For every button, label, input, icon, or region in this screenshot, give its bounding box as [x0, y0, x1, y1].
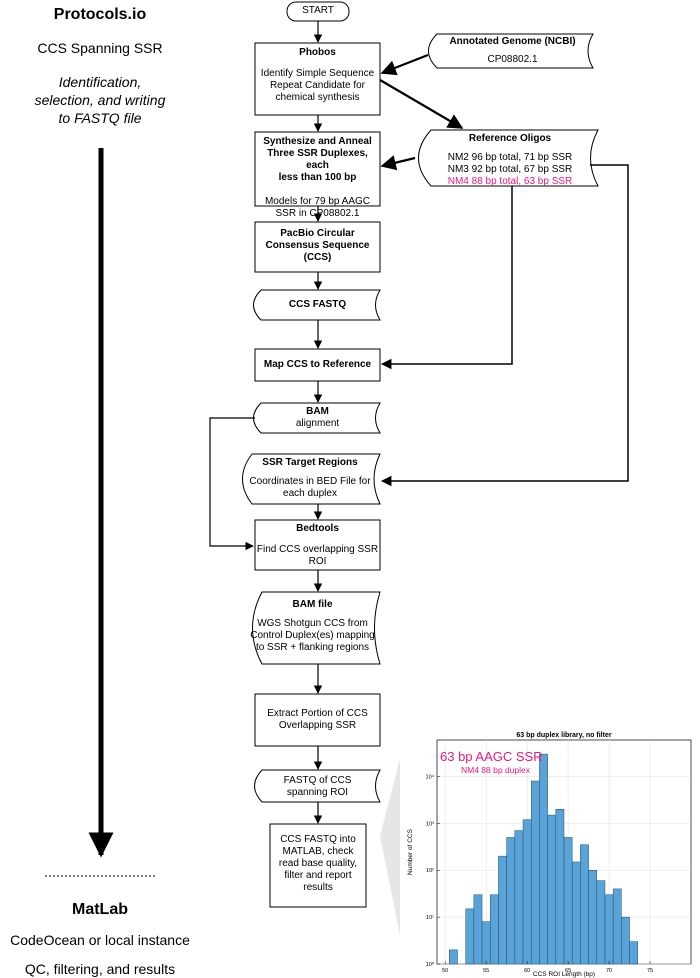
histogram-bar [604, 894, 614, 965]
bam-file-text: BAM file WGS Shotgun CCS from Control Du… [250, 599, 375, 653]
matlab-subtitle: CodeOcean or local instance [10, 932, 190, 948]
histogram-bar [506, 837, 516, 965]
x-tick-label: 65 [565, 968, 571, 974]
ccs-fastq-text: CCS FASTQ [288, 299, 347, 310]
chart-annotation: 63 bp AAGC SSR [440, 749, 543, 764]
map-ccs-box [254, 348, 381, 382]
callout-wedge [380, 736, 406, 965]
matlab-description: QC, filtering, and results [24, 961, 176, 977]
y-tick-label: 10² [426, 868, 434, 874]
bam-alignment-shape [253, 402, 381, 434]
matlab-step-box [269, 823, 367, 908]
histogram-bar [522, 819, 532, 965]
histogram-bar [596, 880, 606, 965]
reference-oligos-text: Reference Oligos NM2 96 bp total, 71 bp … [447, 133, 573, 187]
x-tick-label: 70 [606, 968, 612, 974]
genome-text: Annotated Genome (NCBI) CP08802.1 [449, 36, 576, 65]
pacbio-text: PacBio Circular Consensus Sequence (CCS) [265, 228, 370, 263]
histogram-bar [555, 808, 565, 965]
x-axis-ticks: 50 55 60 65 70 75 [442, 961, 653, 974]
protocols-title: Protocols.io [53, 6, 147, 23]
chart-title: 63 bp duplex library, no filter [516, 732, 611, 739]
y-axis-label: Number of CCS [407, 828, 414, 875]
histogram-bar [465, 908, 475, 965]
y-tick-label: 10³ [426, 821, 434, 827]
y-axis-ticks: 10⁰ 10¹ 10² 10³ 10⁴ [426, 773, 440, 968]
start-label: START [302, 5, 334, 16]
x-tick-label: 50 [442, 968, 448, 974]
histogram-bar [473, 894, 483, 965]
protocols-subtitle: CCS Spanning SSR [37, 40, 163, 56]
histogram-bar [514, 830, 524, 965]
fastq-roi-text: FASTQ of CCS spanning ROI [283, 775, 352, 798]
bedtools-text: Bedtools Find CCS overlapping SSR ROI [256, 523, 379, 567]
histogram-bar [629, 941, 638, 965]
y-tick-label: 10⁰ [426, 961, 435, 968]
ssr-target-shape [242, 453, 381, 505]
x-tick-label: 60 [524, 968, 530, 974]
histogram-chart: 63 bp duplex library, no filter 10⁰10¹10… [400, 724, 700, 978]
reference-oligos-shape [418, 129, 599, 187]
histogram-bar [588, 869, 598, 965]
bam-file-shape [252, 591, 381, 665]
x-axis-label: CCS ROI Length (bp) [533, 971, 595, 978]
histogram-bar [621, 916, 630, 965]
histogram-bar [490, 894, 499, 965]
histogram-bar [530, 780, 540, 965]
histogram-bar [580, 844, 589, 965]
pacbio-box [254, 221, 381, 273]
ssr-target-text: SSR Target Regions Coordinates in BED Fi… [249, 457, 371, 499]
extract-box [254, 693, 381, 747]
extract-text: Extract Portion of CCS Overlapping SSR [267, 708, 368, 731]
matlab-title: MatLab [72, 901, 128, 918]
histogram-bar [571, 861, 581, 965]
matlab-step-text: CCS FASTQ into MATLAB, check read base q… [278, 834, 358, 893]
bedtools-box [254, 519, 381, 571]
map-ccs-text: Map CCS to Reference [263, 359, 372, 370]
synthesize-text: Synthesize and Anneal Three SSR Duplexes… [263, 136, 372, 219]
phobos-text: Phobos Identify Simple Sequence Repeat C… [260, 47, 375, 103]
histogram-bar [612, 888, 622, 965]
protocols-description: Identification, selection, and writing t… [34, 74, 166, 126]
ccs-fastq-shape [253, 289, 381, 321]
x-tick-label: 55 [483, 968, 489, 974]
x-tick-label: 75 [647, 968, 653, 974]
genome-data-shape [428, 33, 594, 69]
phobos-box [254, 42, 381, 116]
histogram-bar [449, 949, 458, 965]
fastq-roi-shape [254, 769, 381, 803]
y-tick-label: 10⁴ [426, 773, 435, 780]
histogram-bar [547, 814, 557, 965]
chart-annotation-sub: NM4 88 bp duplex [461, 765, 531, 775]
histogram-bar [539, 753, 548, 965]
bam-alignment-text: BAM alignment [295, 406, 340, 429]
histogram-bar [498, 855, 507, 965]
y-tick-label: 10¹ [426, 915, 434, 921]
chart-bars [449, 753, 638, 965]
synthesize-box [254, 131, 381, 207]
histogram-bar [481, 921, 491, 965]
histogram-bar [563, 837, 573, 965]
